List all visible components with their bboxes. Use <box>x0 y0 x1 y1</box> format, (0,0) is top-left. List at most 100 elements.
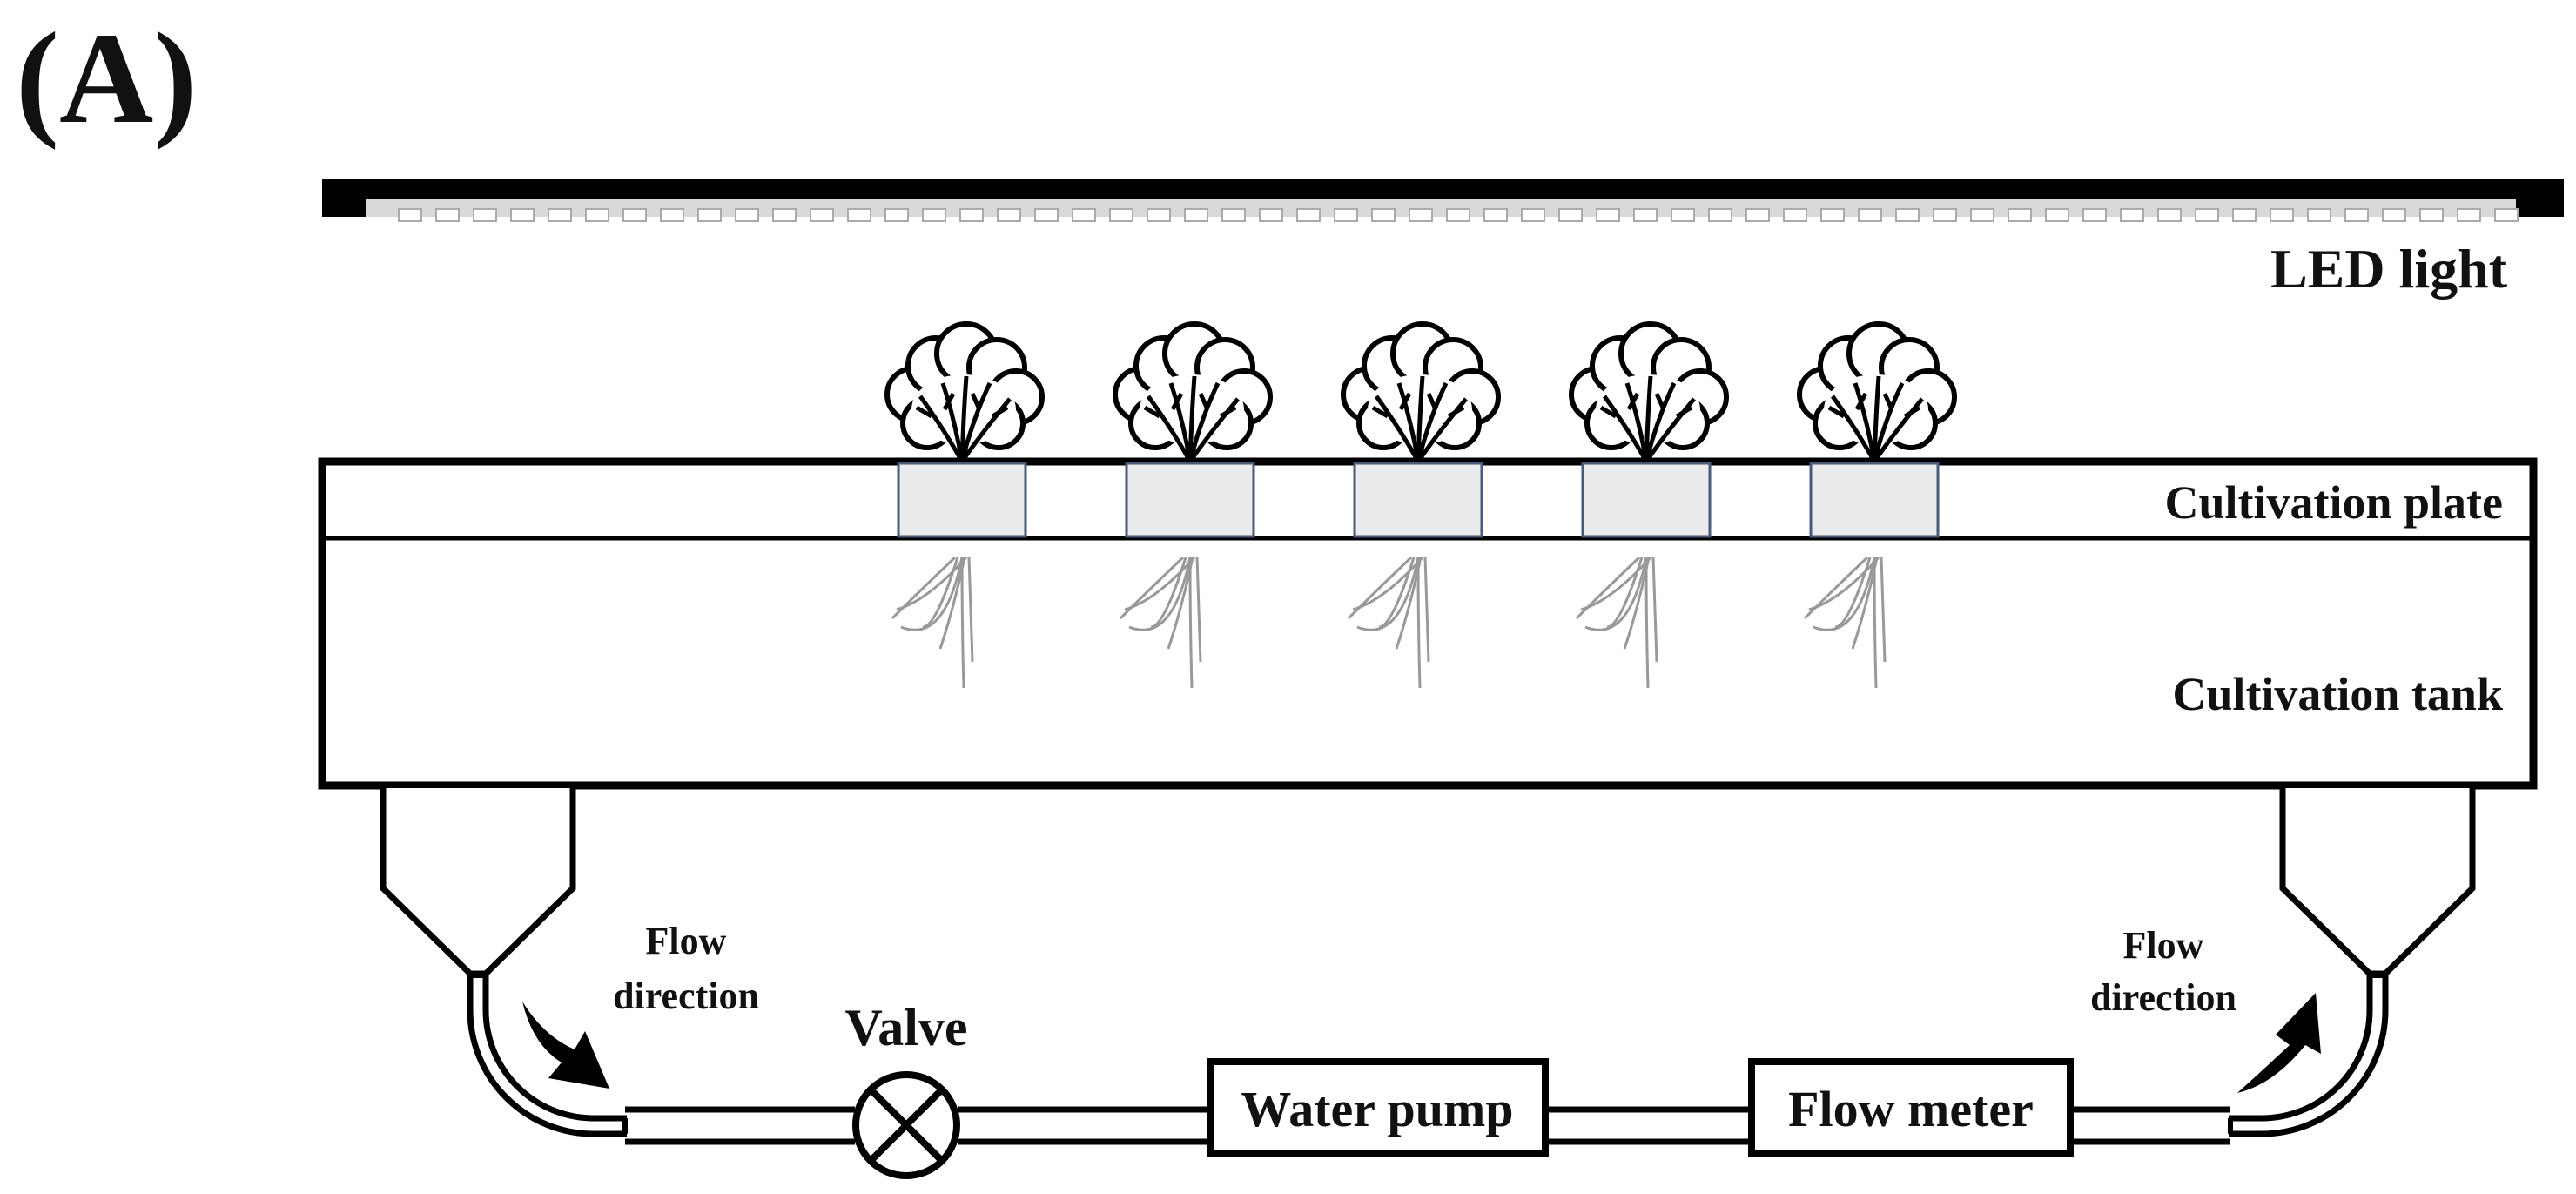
led-cell <box>473 208 497 222</box>
led-cell <box>1184 208 1208 222</box>
lettuce-veins <box>1827 375 1924 463</box>
led-cell <box>2494 208 2519 222</box>
flow-direction-left-line2: direction <box>613 975 759 1017</box>
plant-pot <box>1125 462 1255 538</box>
left-pipe-outer <box>467 974 627 1137</box>
led-light-label: LED light <box>2270 238 2508 300</box>
led-cell <box>997 208 1021 222</box>
led-cell <box>847 208 871 222</box>
led-cell <box>1970 208 1994 222</box>
led-cell <box>2419 208 2444 222</box>
flow-direction-right-line1: Flow <box>2123 924 2204 967</box>
led-cell <box>810 208 834 222</box>
right-inlet-funnel <box>2279 788 2476 977</box>
led-cell <box>2270 208 2294 222</box>
led-cell <box>1334 208 1358 222</box>
led-cell <box>622 208 647 222</box>
led-cell <box>1221 208 1246 222</box>
flow-arrow-right-icon <box>2237 993 2321 1093</box>
plant-roots <box>891 556 974 689</box>
led-cell <box>2045 208 2069 222</box>
plant-pot <box>897 462 1027 538</box>
led-cell <box>2457 208 2481 222</box>
lettuce-veins <box>1143 375 1240 463</box>
lettuce-veins <box>915 375 1012 463</box>
led-cell <box>435 208 460 222</box>
led-cell <box>1933 208 1957 222</box>
lettuce-veins <box>1371 375 1468 463</box>
led-cell <box>2157 208 2182 222</box>
led-cell <box>1558 208 1583 222</box>
led-cell <box>1745 208 1770 222</box>
plants <box>884 321 1957 689</box>
led-cell <box>697 208 722 222</box>
panel-label: (A) <box>16 6 197 151</box>
plant-pot <box>1581 462 1712 538</box>
led-cell <box>2195 208 2219 222</box>
right-pipe-outer <box>2229 974 2389 1137</box>
left-pipe-inner <box>482 974 627 1122</box>
plant <box>1341 321 1501 689</box>
led-cell <box>1671 208 1695 222</box>
led-cell <box>1521 208 1545 222</box>
led-cell <box>1147 208 1171 222</box>
plant-pot <box>1809 462 1940 538</box>
flow-direction-right-line2: direction <box>2090 976 2236 1019</box>
led-cell <box>1371 208 1396 222</box>
flow-arrow-left-icon <box>522 1002 609 1089</box>
led-cell <box>398 208 422 222</box>
plant <box>1797 321 1957 689</box>
led-cell <box>660 208 684 222</box>
led-cell <box>548 208 572 222</box>
water-pump-label: Water pump <box>1241 1081 1513 1137</box>
led-cell <box>2344 208 2369 222</box>
flow-meter-box <box>1748 1058 2074 1157</box>
valve-label: Valve <box>844 999 967 1056</box>
led-cell <box>2307 208 2331 222</box>
led-cell <box>2008 208 2032 222</box>
led-cell <box>1708 208 1732 222</box>
plant-roots <box>1575 556 1658 689</box>
led-cell <box>1783 208 1807 222</box>
plant <box>1569 321 1729 689</box>
led-cell <box>585 208 609 222</box>
led-cell <box>1446 208 1470 222</box>
led-cell <box>1895 208 1920 222</box>
led-cell <box>772 208 797 222</box>
lettuce-veins <box>1599 375 1696 463</box>
cultivation-plate-label: Cultivation plate <box>2164 476 2503 529</box>
plant-roots <box>1803 556 1887 689</box>
led-cell <box>1409 208 1433 222</box>
cultivation-tank-label: Cultivation tank <box>2172 668 2503 720</box>
led-cell <box>510 208 535 222</box>
led-cell <box>1483 208 1508 222</box>
right-pipe-inner <box>2229 974 2373 1122</box>
led-cell <box>1820 208 1845 222</box>
plant <box>884 321 1045 689</box>
led-cell <box>959 208 984 222</box>
valve-icon <box>852 1071 960 1179</box>
led-cell <box>1633 208 1658 222</box>
led-cells <box>398 208 2519 222</box>
left-drain-funnel <box>380 788 576 977</box>
led-cell <box>2120 208 2144 222</box>
led-cell <box>884 208 909 222</box>
led-cell <box>1296 208 1321 222</box>
led-light-bar <box>322 179 2564 222</box>
flow-meter-label: Flow meter <box>1788 1081 2034 1137</box>
led-cell <box>922 208 946 222</box>
led-cell <box>1596 208 1620 222</box>
water-pump-box <box>1207 1058 1549 1157</box>
led-cell <box>2082 208 2107 222</box>
led-cell <box>1259 208 1283 222</box>
led-cell <box>2232 208 2257 222</box>
led-cell <box>1858 208 1882 222</box>
led-cell <box>2382 208 2406 222</box>
led-cell <box>1072 208 1096 222</box>
plant-roots <box>1119 556 1202 689</box>
led-cell <box>735 208 759 222</box>
led-cell <box>1034 208 1059 222</box>
flow-direction-left-line1: Flow <box>646 920 727 962</box>
plant <box>1113 321 1273 689</box>
